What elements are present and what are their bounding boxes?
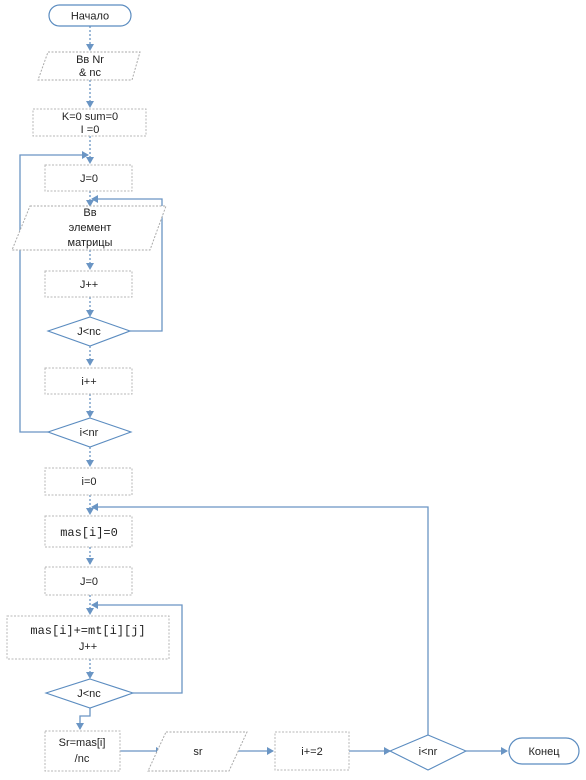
set-i-process: i=0 [44,467,133,496]
input-2-line2: элемент [69,222,112,234]
init-process: K=0 sum=0 I =0 [32,108,147,137]
end-terminal: Конец [508,737,580,765]
accum-line2: J++ [79,641,97,653]
sr-process: Sr=mas[i] /nc [44,730,121,772]
input-1-line1: Вв Nr [76,54,104,66]
output-sr-label: sr [193,746,203,758]
input-1-line2: & nc [79,67,102,79]
output-sr: sr [147,731,248,772]
loop-inner-2 [91,601,183,694]
set-i-label: i=0 [82,476,97,488]
loop-outer-1 [19,151,89,433]
j-increment-process-1: J++ [44,270,133,298]
start-terminal: Начало [48,4,132,27]
input-2-line3: матрицы [68,237,113,249]
cond-j-2-label: J<nc [77,688,101,700]
cond-i-1-label: i<nr [80,427,99,439]
input-matrix-element: Вв элемент матрицы [11,205,167,251]
init-line1: K=0 sum=0 [62,111,118,123]
accum-line1: mas[i]+=mt[i][j] [30,624,145,638]
i-inc-label: i++ [81,376,96,388]
init-line2: I =0 [81,124,100,136]
i-increment-process: i++ [44,367,133,395]
input-2-line1: Вв [83,207,96,219]
arrow-condj2-sr [76,708,91,730]
input-nr-nc: Вв Nr & nc [37,51,141,81]
cond-i-2-label: i<nr [419,746,438,758]
set-j-1-label: J=0 [80,173,98,185]
loop-inner-1 [91,195,163,332]
decision-j-nc-2: J<nc [44,678,135,709]
decision-i-nr-1: i<nr [46,417,133,448]
loop-outer-2 [91,503,429,736]
connectors [19,26,508,755]
start-label: Начало [71,11,109,23]
sr-line1: Sr=mas[i] [59,737,106,749]
decision-i-nr-2: i<nr [388,734,468,771]
i-inc-2-label: i+=2 [301,746,322,758]
set-j-2-label: J=0 [80,576,98,588]
accumulate-process: mas[i]+=mt[i][j] J++ [6,615,170,660]
i-plus-two-process: i+=2 [274,731,350,771]
end-label: Конец [528,746,560,758]
decision-j-nc-1: J<nc [46,316,132,347]
cond-j-1-label: J<nc [77,326,101,338]
set-j-process-1: J=0 [44,164,133,192]
j-inc-1-label: J++ [80,279,98,291]
sr-line2: /nc [75,753,90,765]
mas-zero-label: mas[i]=0 [60,526,118,540]
set-j-process-2: J=0 [44,566,133,596]
mas-zero-process: mas[i]=0 [44,515,133,548]
